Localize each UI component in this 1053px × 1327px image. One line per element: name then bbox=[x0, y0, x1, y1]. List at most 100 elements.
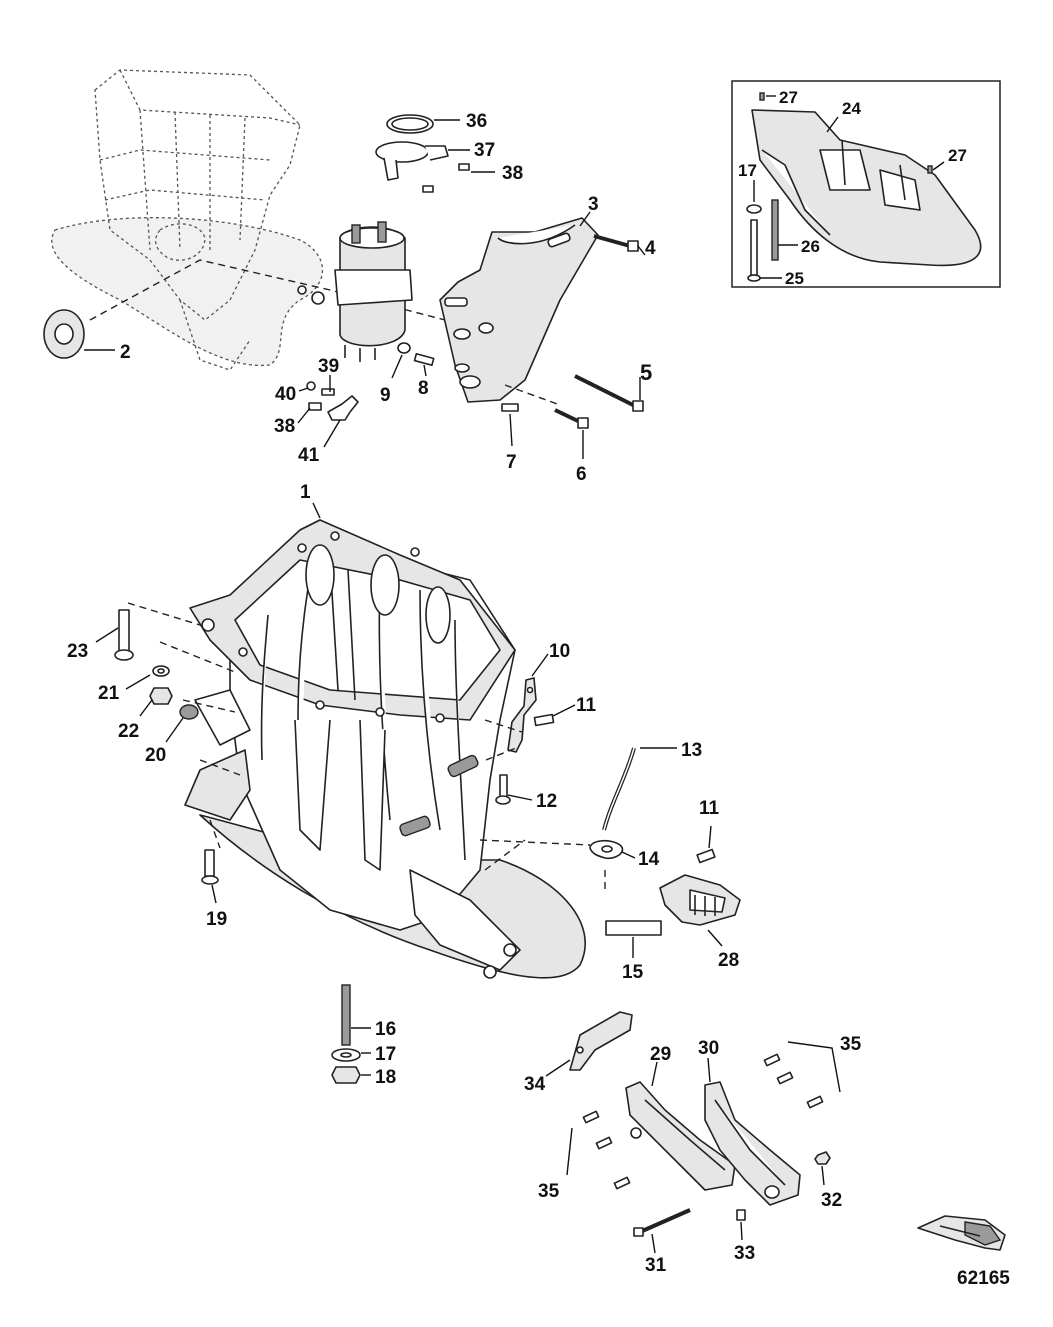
screw-38-mid bbox=[422, 185, 434, 193]
screw-8 bbox=[413, 353, 435, 367]
callout-30: 30 bbox=[698, 1038, 719, 1059]
bolt-31 bbox=[633, 1227, 644, 1237]
bolt-19 bbox=[204, 849, 215, 877]
callout-27-top: 27 bbox=[779, 88, 798, 107]
callout-15: 15 bbox=[622, 962, 644, 983]
bottom-parts-group: 34 29 30 35 35 32 31 33 bbox=[524, 1011, 862, 1276]
callout-13: 13 bbox=[681, 740, 702, 761]
callout-37: 37 bbox=[474, 140, 495, 161]
callout-18: 18 bbox=[375, 1067, 396, 1088]
callout-28: 28 bbox=[718, 950, 739, 971]
bolt-25 bbox=[750, 219, 758, 276]
screw-11-lower bbox=[696, 848, 716, 864]
washer-17-inset bbox=[746, 204, 762, 214]
callout-35-right: 35 bbox=[840, 1034, 862, 1055]
callout-16: 16 bbox=[375, 1019, 396, 1040]
screw-35-f bbox=[613, 1176, 631, 1190]
callout-8: 8 bbox=[418, 378, 429, 399]
callout-29: 29 bbox=[650, 1044, 671, 1065]
screw-35-a bbox=[763, 1053, 781, 1067]
callout-12: 12 bbox=[536, 791, 557, 812]
bracket-34 bbox=[569, 1011, 633, 1071]
callout-11-lower: 11 bbox=[699, 798, 720, 819]
plug-20 bbox=[179, 704, 199, 720]
plug-27-top bbox=[759, 92, 765, 101]
bolt-12 bbox=[499, 774, 508, 798]
callout-10: 10 bbox=[549, 641, 570, 662]
callout-5: 5 bbox=[640, 360, 652, 385]
callout-27-right: 27 bbox=[948, 146, 967, 165]
callout-39: 39 bbox=[318, 356, 339, 377]
callout-6: 6 bbox=[576, 464, 587, 485]
nut-22 bbox=[149, 687, 173, 705]
washer-40 bbox=[306, 381, 316, 391]
plug-27-right bbox=[927, 165, 933, 174]
bolt-23 bbox=[118, 609, 130, 653]
callout-3: 3 bbox=[588, 194, 599, 215]
callout-33: 33 bbox=[734, 1243, 755, 1264]
bracket-3 bbox=[439, 217, 599, 403]
callout-38-low: 38 bbox=[274, 416, 295, 437]
trim-tab-29 bbox=[625, 1081, 736, 1191]
stud-26 bbox=[771, 199, 779, 261]
washer-9 bbox=[397, 342, 411, 354]
screw-35-e bbox=[595, 1136, 613, 1150]
seal-clamp-group: 36 37 38 bbox=[375, 111, 523, 193]
left-fastener-group: 23 21 22 20 19 bbox=[67, 602, 241, 930]
driveshaft-housing-1: 1 bbox=[184, 482, 586, 979]
screw-11-upper bbox=[533, 713, 555, 727]
callout-35-left: 35 bbox=[538, 1181, 560, 1202]
callout-1: 1 bbox=[300, 482, 311, 503]
figure-number: 62165 bbox=[957, 1268, 1010, 1289]
callout-22: 22 bbox=[118, 721, 139, 742]
bolt-5 bbox=[632, 400, 644, 412]
callout-31: 31 bbox=[645, 1255, 667, 1276]
inset-detail-box: 27 24 27 17 26 25 bbox=[731, 80, 1001, 288]
callout-41: 41 bbox=[298, 445, 320, 466]
callout-26: 26 bbox=[801, 237, 820, 256]
callout-24: 24 bbox=[842, 99, 861, 118]
callout-17: 17 bbox=[375, 1044, 396, 1065]
screw-39 bbox=[321, 388, 335, 396]
stud-washer-nut-group: 16 17 18 bbox=[331, 984, 396, 1088]
screw-35-d bbox=[582, 1110, 600, 1124]
screw-35-c bbox=[806, 1095, 824, 1109]
decal-15 bbox=[605, 920, 662, 936]
screw-38-low bbox=[308, 402, 322, 411]
fuel-module-group: 39 40 38 41 9 8 bbox=[274, 221, 435, 466]
ghost-adapter-plate bbox=[51, 69, 324, 371]
callout-25: 25 bbox=[785, 269, 804, 288]
trim-tab-30 bbox=[704, 1081, 801, 1206]
callout-11-upper: 11 bbox=[576, 695, 597, 716]
callout-34: 34 bbox=[524, 1074, 546, 1095]
callout-20: 20 bbox=[145, 745, 166, 766]
callout-4: 4 bbox=[645, 238, 656, 259]
callout-38-top: 38 bbox=[502, 163, 523, 184]
callout-40: 40 bbox=[275, 384, 296, 405]
bracket-10 bbox=[507, 677, 537, 753]
callout-17-inset: 17 bbox=[738, 161, 757, 180]
callout-21: 21 bbox=[98, 683, 120, 704]
bracket-3-group: 3 4 5 6 7 bbox=[439, 194, 656, 485]
callout-2: 2 bbox=[120, 342, 131, 363]
clip-41 bbox=[327, 395, 359, 421]
bolt-6 bbox=[577, 417, 589, 429]
bolt-7 bbox=[501, 403, 519, 412]
locator-thumbnail bbox=[917, 1215, 1006, 1251]
pin-33 bbox=[736, 1209, 746, 1221]
right-side-parts-group: 10 11 12 13 14 15 11 28 bbox=[479, 641, 741, 983]
callout-14: 14 bbox=[638, 849, 660, 870]
callout-7: 7 bbox=[506, 452, 517, 473]
nut-18 bbox=[331, 1066, 361, 1084]
callout-32: 32 bbox=[821, 1190, 842, 1211]
screw-38-top bbox=[458, 163, 470, 171]
callout-36: 36 bbox=[466, 111, 487, 132]
callout-23: 23 bbox=[67, 641, 88, 662]
callout-19: 19 bbox=[206, 909, 227, 930]
bolt-4 bbox=[627, 240, 639, 252]
callout-9: 9 bbox=[380, 385, 391, 406]
stud-16 bbox=[341, 984, 351, 1046]
screw-35-b bbox=[776, 1071, 794, 1085]
nut-32 bbox=[814, 1151, 831, 1165]
